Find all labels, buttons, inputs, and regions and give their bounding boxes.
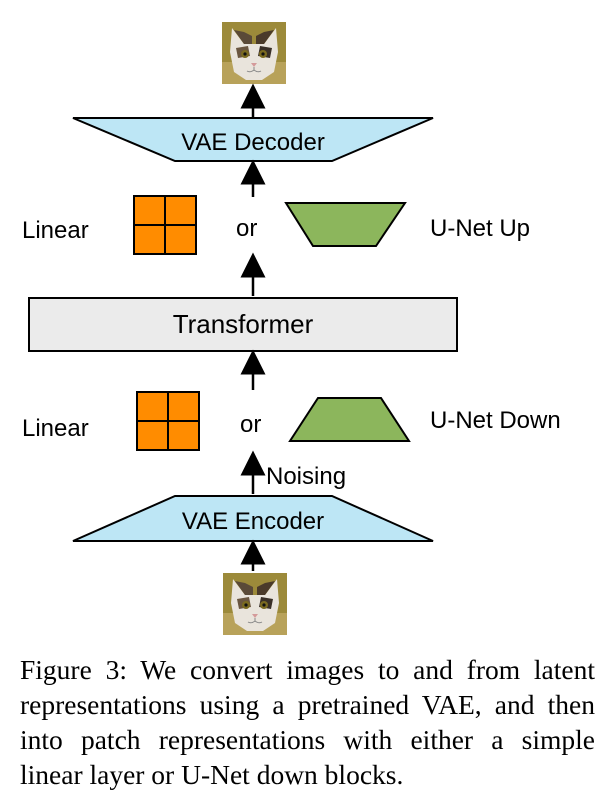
vae-encoder-label: VAE Encoder bbox=[182, 508, 324, 535]
noising-label: Noising bbox=[266, 463, 346, 490]
unet-down-block bbox=[288, 397, 411, 442]
vae-decoder-label: VAE Decoder bbox=[181, 129, 325, 156]
transformer-label: Transformer bbox=[173, 309, 314, 339]
bottom-unet-label: U-Net Down bbox=[430, 407, 561, 434]
architecture-diagram: VAE Decoder Linear or U-Net Up Transform… bbox=[22, 21, 561, 636]
top-or-label: or bbox=[236, 215, 257, 242]
input-cat-image bbox=[222, 572, 288, 636]
output-cat-image bbox=[221, 21, 287, 85]
vae-decoder-block: VAE Decoder bbox=[72, 117, 434, 162]
bottom-linear-patch-grid bbox=[136, 391, 200, 451]
top-linear-label: Linear bbox=[22, 217, 89, 244]
transformer-block: Transformer bbox=[28, 297, 458, 352]
top-unet-label: U-Net Up bbox=[430, 215, 530, 242]
top-linear-patch-grid bbox=[133, 195, 197, 255]
bottom-linear-label: Linear bbox=[22, 415, 89, 442]
vae-encoder-block: VAE Encoder bbox=[72, 495, 434, 542]
bottom-or-label: or bbox=[240, 411, 261, 438]
figure-caption: Figure 3: We convert images to and from … bbox=[20, 654, 595, 790]
unet-up-block bbox=[284, 202, 407, 247]
